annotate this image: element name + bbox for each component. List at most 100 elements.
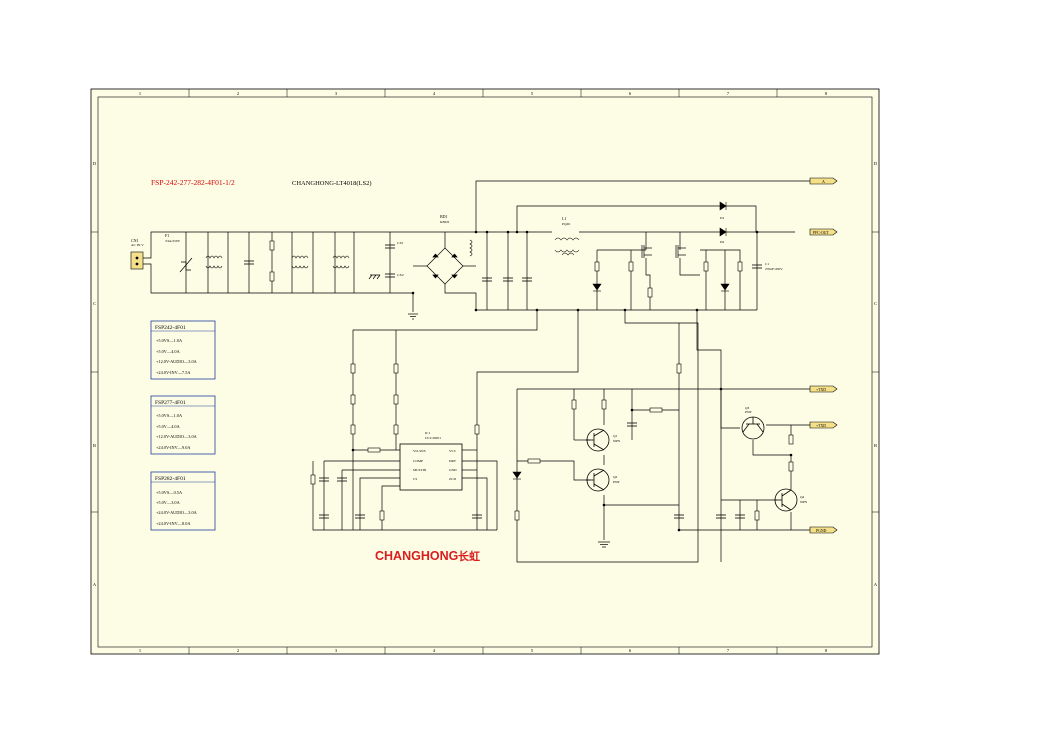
spec-box-277: FSP277-4F01 +5.0VS—1.0A +5.0V—4.0A +12.0… [150, 395, 216, 455]
q4-value: NPN [800, 500, 807, 504]
svg-text:+5.0V—3.0A: +5.0V—3.0A [156, 500, 181, 505]
diode-symbols [512, 201, 730, 480]
col-label-7-bottom: 7 [727, 648, 730, 653]
row-label-d-right: D [874, 161, 878, 166]
q1-value: NPN [613, 439, 620, 443]
col-label-5-bottom: 5 [531, 648, 534, 653]
q2-value: PNP [613, 480, 619, 484]
d2-label: D2 [720, 240, 725, 244]
fuse-value: T4A/250V [165, 239, 181, 243]
row-label-d: D [93, 161, 97, 166]
col-label-8: 8 [825, 91, 828, 96]
row-label-a-right: A [874, 582, 878, 587]
svg-text:AC IN V: AC IN V [131, 243, 144, 247]
chassis-label: CHANGHONG-LT4018(LS2) [292, 180, 372, 187]
capacitor-symbols [244, 244, 762, 519]
bd1-label: BD1 [440, 214, 448, 219]
col-label-6: 6 [629, 91, 632, 96]
svg-text:FSP282-4F01: FSP282-4F01 [155, 476, 186, 482]
svg-text:+5.0V—4.0A: +5.0V—4.0A [156, 424, 181, 429]
d1-label: D1 [720, 216, 725, 220]
svg-text:+5.0V—4.0A: +5.0V—4.0A [156, 349, 181, 354]
row-label-a: A [93, 582, 97, 587]
junction-dots [351, 230, 793, 532]
net-gnd: PGND [816, 529, 827, 533]
col-label-7: 7 [727, 91, 730, 96]
row-label-c: C [93, 301, 96, 306]
col-label-6-bottom: 6 [629, 648, 632, 653]
bjt-symbols [586, 416, 798, 512]
col-label-4-bottom: 4 [433, 648, 436, 653]
model-title: FSP-242-277-282-4F01-1/2 [151, 178, 235, 187]
svg-text:IC1: IC1 [425, 431, 431, 435]
bd1-value: KBU8 [440, 220, 449, 224]
svg-text:+5.0VS—0.5A: +5.0VS—0.5A [156, 490, 183, 495]
svg-text:MULTIN: MULTIN [413, 468, 427, 472]
col-label-3: 3 [335, 91, 338, 96]
svg-text:+12.0V-AUDIO—3.0A: +12.0V-AUDIO—3.0A [156, 434, 198, 439]
l1-label: L1 [562, 216, 566, 221]
col-label-2: 2 [237, 91, 239, 96]
changhong-logo: CHANGHONG 长虹 [375, 549, 480, 563]
bridge-rectifier [413, 247, 476, 285]
svg-text:+5.0VS—1.0A: +5.0VS—1.0A [156, 413, 183, 418]
control-ic: IC1 UCC28051 VO-SNS COMP MULTIN CS VCC D… [399, 431, 463, 491]
varistor-symbol [179, 257, 193, 273]
svg-text:长虹: 长虹 [458, 549, 480, 563]
svg-text:CHANGHONG: CHANGHONG [375, 549, 458, 563]
svg-text:COMP: COMP [413, 459, 423, 463]
svg-text:VCC: VCC [449, 449, 457, 453]
col-label-4: 4 [433, 91, 436, 96]
net-sig2: +TXD [816, 424, 826, 428]
resistor-symbols [269, 240, 794, 521]
svg-text:GND: GND [449, 468, 457, 472]
svg-text:+24.0V-INV—8.0A: +24.0V-INV—8.0A [156, 521, 191, 526]
mosfet-symbols [641, 245, 686, 258]
svg-text:+24.0V-AUDIO—3.0A: +24.0V-AUDIO—3.0A [156, 510, 198, 515]
col-label-5: 5 [531, 91, 534, 96]
col-label-1: 1 [139, 91, 141, 96]
svg-text:FSP277-4F01: FSP277-4F01 [155, 400, 186, 406]
svg-text:+5.0VS—1.0A: +5.0VS—1.0A [156, 338, 183, 343]
svg-text:FSP242-4F01: FSP242-4F01 [155, 325, 186, 331]
bulk-cap-label: C1 [765, 262, 769, 266]
svg-text:+12.0V-AUDIO—3.0A: +12.0V-AUDIO—3.0A [156, 359, 198, 364]
svg-text:+24.0V-INV—7.5A: +24.0V-INV—7.5A [156, 370, 191, 375]
svg-text:CN1: CN1 [131, 238, 139, 243]
col-label-3-bottom: 3 [335, 648, 338, 653]
spec-box-242: FSP242-4F01 +5.0VS—1.0A +5.0V—4.0A +12.0… [150, 320, 216, 380]
svg-text:CS: CS [413, 477, 417, 481]
net-pfc-out: PFC-OUT [813, 231, 830, 235]
q4-label: Q4 [800, 495, 805, 499]
row-label-b-right: B [874, 443, 877, 448]
row-label-b: B [93, 443, 96, 448]
net-sig1: +TXD [816, 388, 826, 392]
ground-symbols [368, 274, 610, 548]
bulk-cap-value: 270uF/450V [765, 267, 783, 271]
row-label-c-right: C [874, 301, 877, 306]
q2-label: Q2 [613, 475, 618, 479]
q3-value: PNP [745, 410, 751, 414]
choke-symbols [205, 237, 580, 269]
col-label-8-bottom: 8 [825, 648, 828, 653]
col-label-1-bottom: 1 [139, 648, 141, 653]
svg-text:VO-SNS: VO-SNS [413, 449, 426, 453]
svg-text:+24.0V-INV—9.0A: +24.0V-INV—9.0A [156, 445, 191, 450]
net-a: A [822, 179, 825, 184]
cx1-label: CX1 [397, 241, 404, 245]
paper-background [90, 88, 880, 655]
svg-text:ZCD: ZCD [449, 477, 456, 481]
svg-text:DRV: DRV [449, 459, 457, 463]
net-flags [809, 177, 838, 534]
q1-label: Q1 [613, 434, 618, 438]
connector-cn1: CN1 AC IN V [130, 238, 144, 270]
wiring [143, 180, 810, 563]
frame-ruler [91, 89, 879, 654]
q3-label: Q3 [745, 406, 750, 410]
l1-value: PQ26 [562, 222, 570, 226]
col-label-2-bottom: 2 [237, 648, 239, 653]
fuse-label: F1 [165, 233, 169, 238]
cx2-label: CX2 [397, 273, 404, 277]
spec-box-282: FSP282-4F01 +5.0VS—0.5A +5.0V—3.0A +24.0… [150, 471, 216, 531]
